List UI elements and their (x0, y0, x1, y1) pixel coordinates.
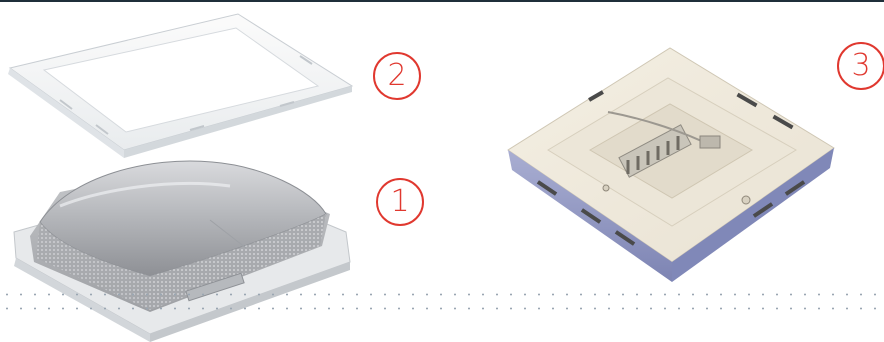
callout-3-base: 3 (837, 42, 884, 90)
dotted-divider (0, 307, 884, 310)
dotted-divider (0, 293, 884, 296)
base-plate-part (508, 48, 834, 282)
inner-frame-part (8, 14, 352, 158)
dome-cover-part (14, 161, 350, 342)
callout-1-dome: 1 (376, 178, 424, 226)
callout-2-frame: 2 (373, 52, 421, 100)
